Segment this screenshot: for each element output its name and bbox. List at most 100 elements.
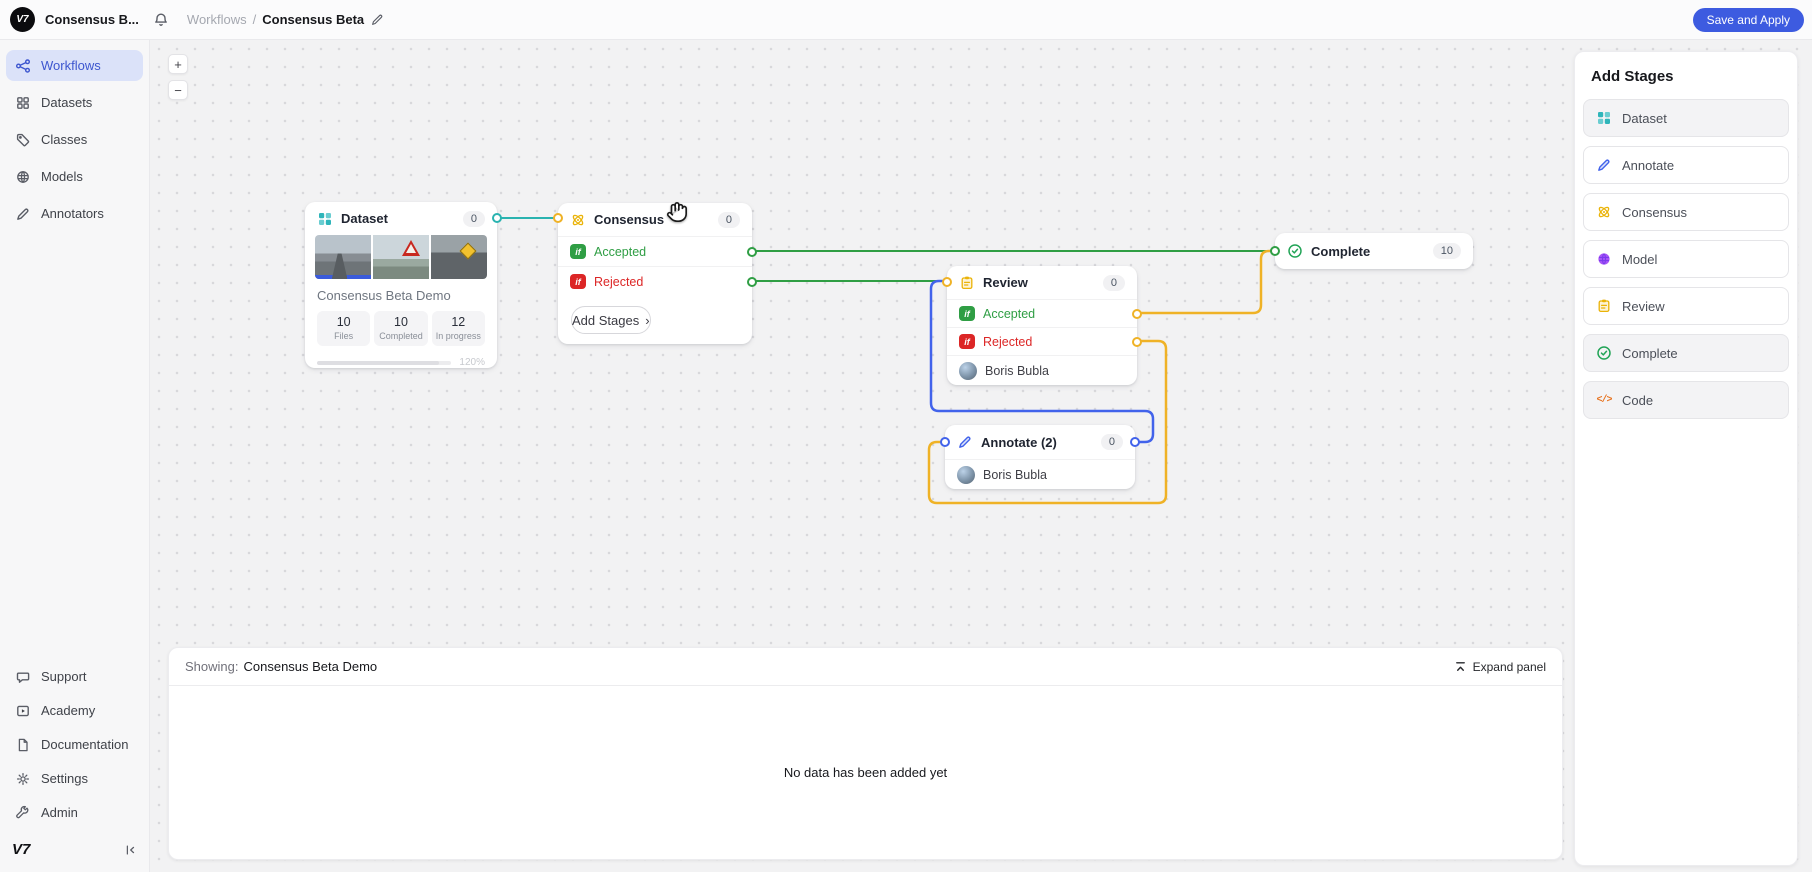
- expand-panel-button[interactable]: Expand panel: [1454, 660, 1546, 674]
- breadcrumb-workflows[interactable]: Workflows: [186, 12, 247, 27]
- notifications-bell-icon[interactable]: [153, 12, 169, 28]
- top-bar: V7 Consensus B... Workflows / Consensus …: [0, 0, 1812, 40]
- zoom-in-button[interactable]: +: [168, 54, 188, 74]
- dataset-thumbnail-1: [315, 235, 371, 279]
- stage-option-consensus[interactable]: Consensus: [1583, 193, 1789, 231]
- sidebar-item-settings[interactable]: Settings: [6, 763, 143, 794]
- annotate-output-port[interactable]: [1130, 437, 1140, 447]
- node-consensus[interactable]: Consensus 0 if Accepted if Rejected Add …: [553, 203, 757, 344]
- sidebar-item-label: Datasets: [41, 95, 93, 110]
- datasets-icon: [15, 95, 31, 111]
- stage-option-model[interactable]: Model: [1583, 240, 1789, 278]
- sidebar-item-workflows[interactable]: Workflows: [6, 50, 143, 81]
- consensus-outcome-rejected[interactable]: if Rejected: [558, 266, 757, 296]
- edge-review-accepted-to-complete[interactable]: [1135, 249, 1277, 315]
- sidebar-item-label: Support: [41, 669, 87, 684]
- review-input-port[interactable]: [942, 277, 952, 287]
- annotate-stage-icon: [957, 434, 973, 450]
- warning-sign-graphic: [402, 240, 421, 257]
- progress-track: [317, 360, 452, 365]
- consensus-input-port[interactable]: [553, 213, 563, 223]
- assignee-name: Boris Bubla: [985, 363, 1049, 378]
- consensus-accepted-output-port[interactable]: [747, 246, 757, 257]
- review-outcome-rejected[interactable]: if Rejected: [947, 327, 1142, 355]
- node-title: Dataset: [341, 211, 388, 226]
- breadcrumb-separator: /: [252, 12, 257, 27]
- review-node-header: Review 0: [947, 266, 1137, 299]
- expand-panel-icon: [1455, 662, 1465, 671]
- sidebar-main-nav: Workflows Datasets Classes: [0, 40, 149, 235]
- admin-wrench-icon: [15, 805, 31, 821]
- dataset-stats: 10 Files 10 Completed 12 In progress: [317, 311, 485, 346]
- node-dataset[interactable]: Dataset 0 Consensus Beta Demo 10 Files 1…: [305, 202, 502, 368]
- add-stages-inline-button[interactable]: Add Stages ›: [571, 306, 651, 334]
- workflow-canvas[interactable]: + − Dataset 0 Consensus Beta Demo: [150, 40, 1812, 872]
- stat-value: 10: [336, 315, 351, 329]
- node-title: Consensus: [594, 212, 665, 227]
- model-stage-icon: [1596, 251, 1612, 267]
- sidebar-spacer: [0, 235, 149, 661]
- sidebar-footer-nav: Support Academy Documentation: [0, 661, 149, 831]
- breadcrumb-current: Consensus Beta: [262, 12, 365, 27]
- annotators-pen-icon: [15, 206, 31, 222]
- consensus-node-header: Consensus 0: [558, 203, 752, 236]
- models-brain-icon: [15, 169, 31, 185]
- stat-label: In progress: [435, 331, 481, 341]
- sidebar-item-annotators[interactable]: Annotators: [6, 198, 143, 229]
- dataset-name: Consensus Beta Demo: [317, 288, 451, 303]
- annotate-node-header: Annotate (2) 0: [945, 425, 1135, 459]
- sidebar-item-admin[interactable]: Admin: [6, 797, 143, 828]
- annotate-assignee-row[interactable]: Boris Bubla: [945, 459, 1135, 489]
- sidebar-item-documentation[interactable]: Documentation: [6, 729, 143, 760]
- save-and-apply-button[interactable]: Save and Apply: [1692, 7, 1804, 32]
- sidebar-item-academy[interactable]: Academy: [6, 695, 143, 726]
- stat-files: 10 Files: [317, 311, 371, 346]
- review-assignee-row[interactable]: Boris Bubla: [947, 355, 1137, 385]
- sidebar-item-support[interactable]: Support: [6, 661, 143, 692]
- if-condition-chip: if: [959, 306, 975, 321]
- zoom-out-button[interactable]: −: [168, 80, 188, 100]
- code-glyph: </>: [1596, 394, 1612, 406]
- dataset-thumbnail-2: [373, 235, 429, 279]
- review-outcome-accepted[interactable]: if Accepted: [947, 299, 1142, 327]
- stage-option-annotate[interactable]: Annotate: [1583, 146, 1789, 184]
- stat-value: 10: [394, 315, 408, 329]
- stage-option-label: Annotate: [1622, 157, 1675, 173]
- sidebar-item-label: Workflows: [41, 58, 101, 73]
- item-count-badge: 10: [1432, 243, 1461, 259]
- add-stages-label: Add Stages: [572, 312, 640, 328]
- sidebar-item-label: Academy: [41, 703, 96, 718]
- if-condition-chip: if: [570, 274, 586, 289]
- edge-annotate-to-review[interactable]: [929, 279, 1155, 444]
- stage-option-dataset[interactable]: Dataset: [1583, 99, 1789, 137]
- node-review[interactable]: Review 0 if Accepted if Rejected Boris B…: [942, 266, 1142, 385]
- documentation-file-icon: [15, 737, 31, 753]
- consensus-rejected-output-port[interactable]: [747, 276, 757, 287]
- sidebar-item-datasets[interactable]: Datasets: [6, 87, 143, 118]
- annotate-input-port[interactable]: [940, 437, 950, 447]
- expand-panel-label: Expand panel: [1472, 659, 1546, 674]
- dataset-output-port[interactable]: [492, 213, 502, 223]
- node-annotate[interactable]: Annotate (2) 0 Boris Bubla: [940, 425, 1140, 489]
- stage-option-code[interactable]: </> Code: [1583, 381, 1789, 419]
- v7-logo-small: V7: [12, 841, 31, 858]
- sidebar-item-models[interactable]: Models: [6, 161, 143, 192]
- edge-review-rejected-to-annotate[interactable]: [927, 339, 1168, 505]
- review-accepted-output-port[interactable]: [1132, 308, 1142, 319]
- add-stages-title: Add Stages: [1591, 68, 1674, 85]
- academy-play-icon: [15, 703, 31, 719]
- review-rejected-output-port[interactable]: [1132, 336, 1142, 347]
- stage-option-complete[interactable]: Complete: [1583, 334, 1789, 372]
- consensus-outcome-accepted[interactable]: if Accepted: [558, 236, 757, 266]
- complete-input-port[interactable]: [1270, 246, 1280, 256]
- sidebar-item-classes[interactable]: Classes: [6, 124, 143, 155]
- if-condition-chip: if: [570, 244, 586, 259]
- workspace-name[interactable]: Consensus B...: [45, 12, 139, 27]
- bottom-data-panel: Showing: Consensus Beta Demo Expand pane…: [168, 647, 1563, 860]
- rename-pencil-icon[interactable]: [370, 13, 384, 27]
- collapse-sidebar-icon[interactable]: [123, 843, 137, 857]
- node-complete[interactable]: Complete 10: [1270, 233, 1473, 269]
- stage-option-review[interactable]: Review: [1583, 287, 1789, 325]
- dataset-stage-icon: [317, 211, 333, 227]
- consensus-stage-icon: [570, 212, 586, 228]
